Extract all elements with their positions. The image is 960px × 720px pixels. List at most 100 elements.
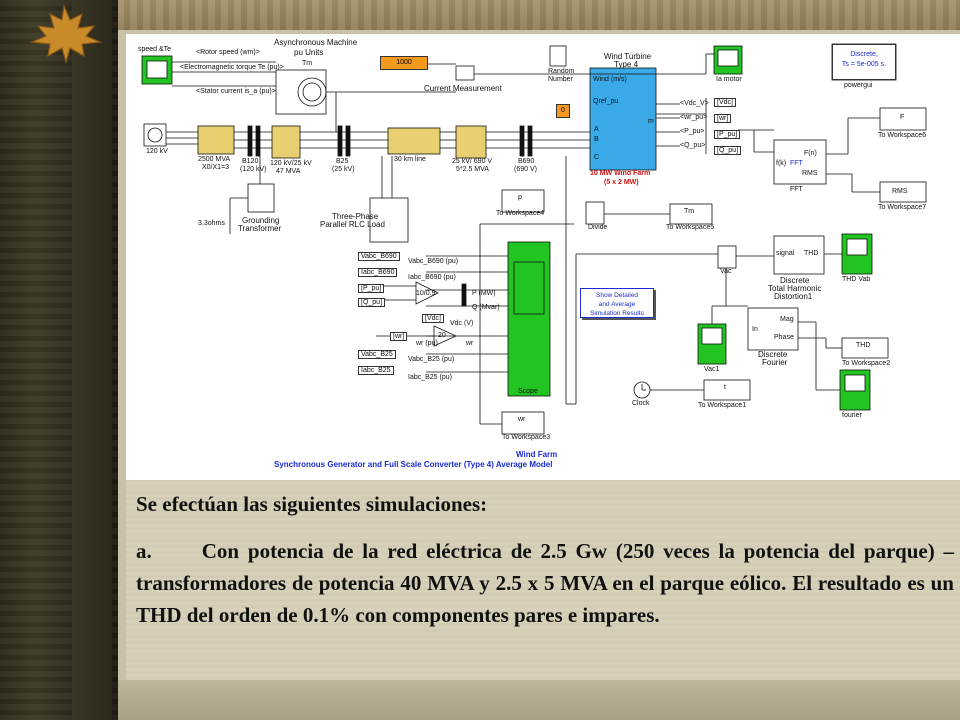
from-vabc-b690[interactable]: Vabc_B690 — [358, 252, 400, 261]
label-wr-pu2: wr (pu) — [416, 340, 438, 347]
label-b120: B120 — [242, 158, 259, 165]
label-q-mvar: Q (Mvar) — [472, 304, 500, 311]
goto-q-pu[interactable]: [Q_pu] — [714, 146, 742, 155]
label-vabc-b25-pu: Vabc_B25 (pu) — [408, 356, 455, 363]
label-tm: Tm — [302, 60, 313, 67]
background-wood-column — [72, 0, 112, 720]
label-fourier: fourier — [842, 412, 862, 419]
powergui-block[interactable]: Discrete, Ts = 5e-005 s. — [832, 44, 896, 80]
show-results-line-3: Simulation Results — [590, 310, 644, 317]
fft-port-fn: F(n) — [804, 150, 817, 157]
label-divide: Divide — [588, 224, 608, 231]
label-2500mva: 2500 MVA — [198, 156, 231, 163]
label-wr-ws: wr — [518, 416, 526, 423]
gain-20: 20 — [438, 332, 446, 339]
label-rlc-load: Parallel RLC Load — [320, 220, 385, 229]
fft-inner: FFT — [790, 160, 803, 167]
fourier-port-phase: Phase — [774, 334, 794, 341]
label-vabc-b690-pu: Vabc_B690 (pu) — [408, 258, 459, 265]
label-current-measurement: Current Measurement — [424, 84, 502, 93]
label-ia-motor: Ia motor — [716, 76, 742, 83]
label-em-torque: <Electromagnetic torque Te (pu)> — [180, 64, 284, 71]
label-thd-vab: THD Vab — [842, 276, 871, 283]
show-results-line-1: Show Detailed — [596, 292, 638, 299]
from-iabc-b690[interactable]: Iabc_B690 — [358, 268, 398, 277]
from-wr[interactable]: [wr] — [390, 332, 408, 341]
label-three-phase: Three-Phase — [332, 212, 379, 221]
label-pu-units: pu Units — [294, 48, 324, 57]
label-b690: B690 — [518, 158, 535, 165]
label-rms: RMS — [892, 188, 908, 195]
label-iabc-b690-pu: Iabc_B690 (pu) — [408, 274, 456, 281]
label-number: Number — [548, 76, 573, 83]
port-a: A — [594, 126, 599, 133]
label-wind-farm-count: (5 x 2 MW) — [604, 179, 639, 186]
label-async-machine: Asynchronous Machine — [274, 38, 358, 47]
label-3.3ohms: 3.3ohms — [198, 220, 225, 227]
show-results-link[interactable]: Show Detailed and Average Simulation Res… — [580, 288, 654, 318]
background-wood-top — [0, 0, 960, 30]
label-type4: Type 4 — [614, 60, 639, 69]
label-tr-120-25: 120 kV/25 kV — [270, 160, 312, 167]
port-b: B — [594, 136, 599, 143]
label-30km: 30 km line — [394, 156, 426, 163]
label-scope: Scope — [518, 388, 538, 395]
goto-wr[interactable]: [wr] — [714, 114, 732, 123]
port-m: m — [648, 118, 654, 125]
label-wr-signal: wr — [466, 340, 474, 347]
label-vdc-v: Vdc (V) — [450, 320, 474, 327]
label-to-ws6: To Workspace6 — [878, 132, 927, 139]
label-random: Random — [548, 68, 575, 75]
goto-vdc[interactable]: [Vdc] — [714, 98, 736, 107]
label-fft: FFT — [790, 186, 803, 193]
goto-p-pu[interactable]: [P_pu] — [714, 130, 741, 139]
slide-bottom-strip — [118, 680, 960, 720]
label-thd-discrete: Discrete — [780, 276, 810, 285]
label-to-ws1: To Workspace1 — [698, 402, 747, 409]
port-qref: Qref_pu — [593, 98, 619, 105]
label-vac1: Vac1 — [704, 366, 720, 373]
label-vdc: <Vdc_V> — [680, 100, 709, 107]
from-q-pu[interactable]: [Q_pu] — [358, 298, 386, 307]
constant-1000[interactable]: 1000 — [380, 56, 428, 70]
from-vabc-b25[interactable]: Vabc_B25 — [358, 350, 396, 359]
thd-port-thd: THD — [804, 250, 819, 257]
label-grounding: Grounding — [242, 216, 280, 225]
label-f: F — [900, 114, 905, 121]
label-stator-current: <Stator current is_a (pu)> — [196, 88, 276, 95]
label-rotor-speed: <Rotor speed (wm)> — [196, 49, 260, 56]
label-47mva: 47 MVA — [276, 168, 301, 175]
label-fourier-discrete: Discrete — [758, 350, 788, 359]
label-thd-total: Total Harmonic — [768, 284, 822, 293]
fft-port-rms: RMS — [802, 170, 818, 177]
label-5x2.5mva: 5*2.5 MVA — [456, 166, 489, 173]
label-q-pu: <Q_pu> — [680, 142, 706, 149]
label-tm-ws: Tm — [684, 208, 695, 215]
label-speed-te: speed &Te — [138, 46, 172, 53]
label-vac: Vac — [720, 268, 732, 275]
label-fourier-name: Fourier — [762, 358, 788, 367]
simulink-diagram: speed &Te <Rotor speed (wm)> <Electromag… — [126, 34, 960, 480]
slide-text: Se efectúan las siguientes simulaciones:… — [126, 480, 960, 680]
from-vdc[interactable]: [Vdc] — [422, 314, 444, 323]
label-iabc-b25-pu: Iabc_B25 (pu) — [408, 374, 452, 381]
label-p-mw: P (MW) — [472, 290, 496, 297]
label-to-ws2: To Workspace2 — [842, 360, 891, 367]
label-b120-kv: (120 kV) — [240, 166, 267, 173]
label-thd-ws: THD — [856, 342, 871, 349]
from-iabc-b25[interactable]: Iabc_B25 — [358, 366, 394, 375]
from-p-pu[interactable]: [P_pu] — [358, 284, 385, 293]
text-item-a: a.Con potencia de la red eléctrica de 2.… — [136, 535, 954, 631]
label-powergui: powergui — [844, 82, 873, 89]
label-b25: B25 — [336, 158, 349, 165]
constant-0[interactable]: 0 — [556, 104, 570, 118]
maple-leaf-icon — [29, 3, 103, 64]
label-t-ws: t — [724, 384, 726, 391]
label-b690-v: (690 V) — [514, 166, 537, 173]
diagram-title: Wind Farm — [516, 450, 558, 459]
fourier-port-in: In — [752, 326, 758, 333]
label-wind-farm: 10 MW Wind Farm — [590, 170, 651, 177]
port-c: C — [594, 154, 600, 161]
powergui-ts: Ts = 5e-005 s. — [841, 61, 887, 68]
label-wind-turbine: Wind Turbine — [604, 52, 652, 61]
